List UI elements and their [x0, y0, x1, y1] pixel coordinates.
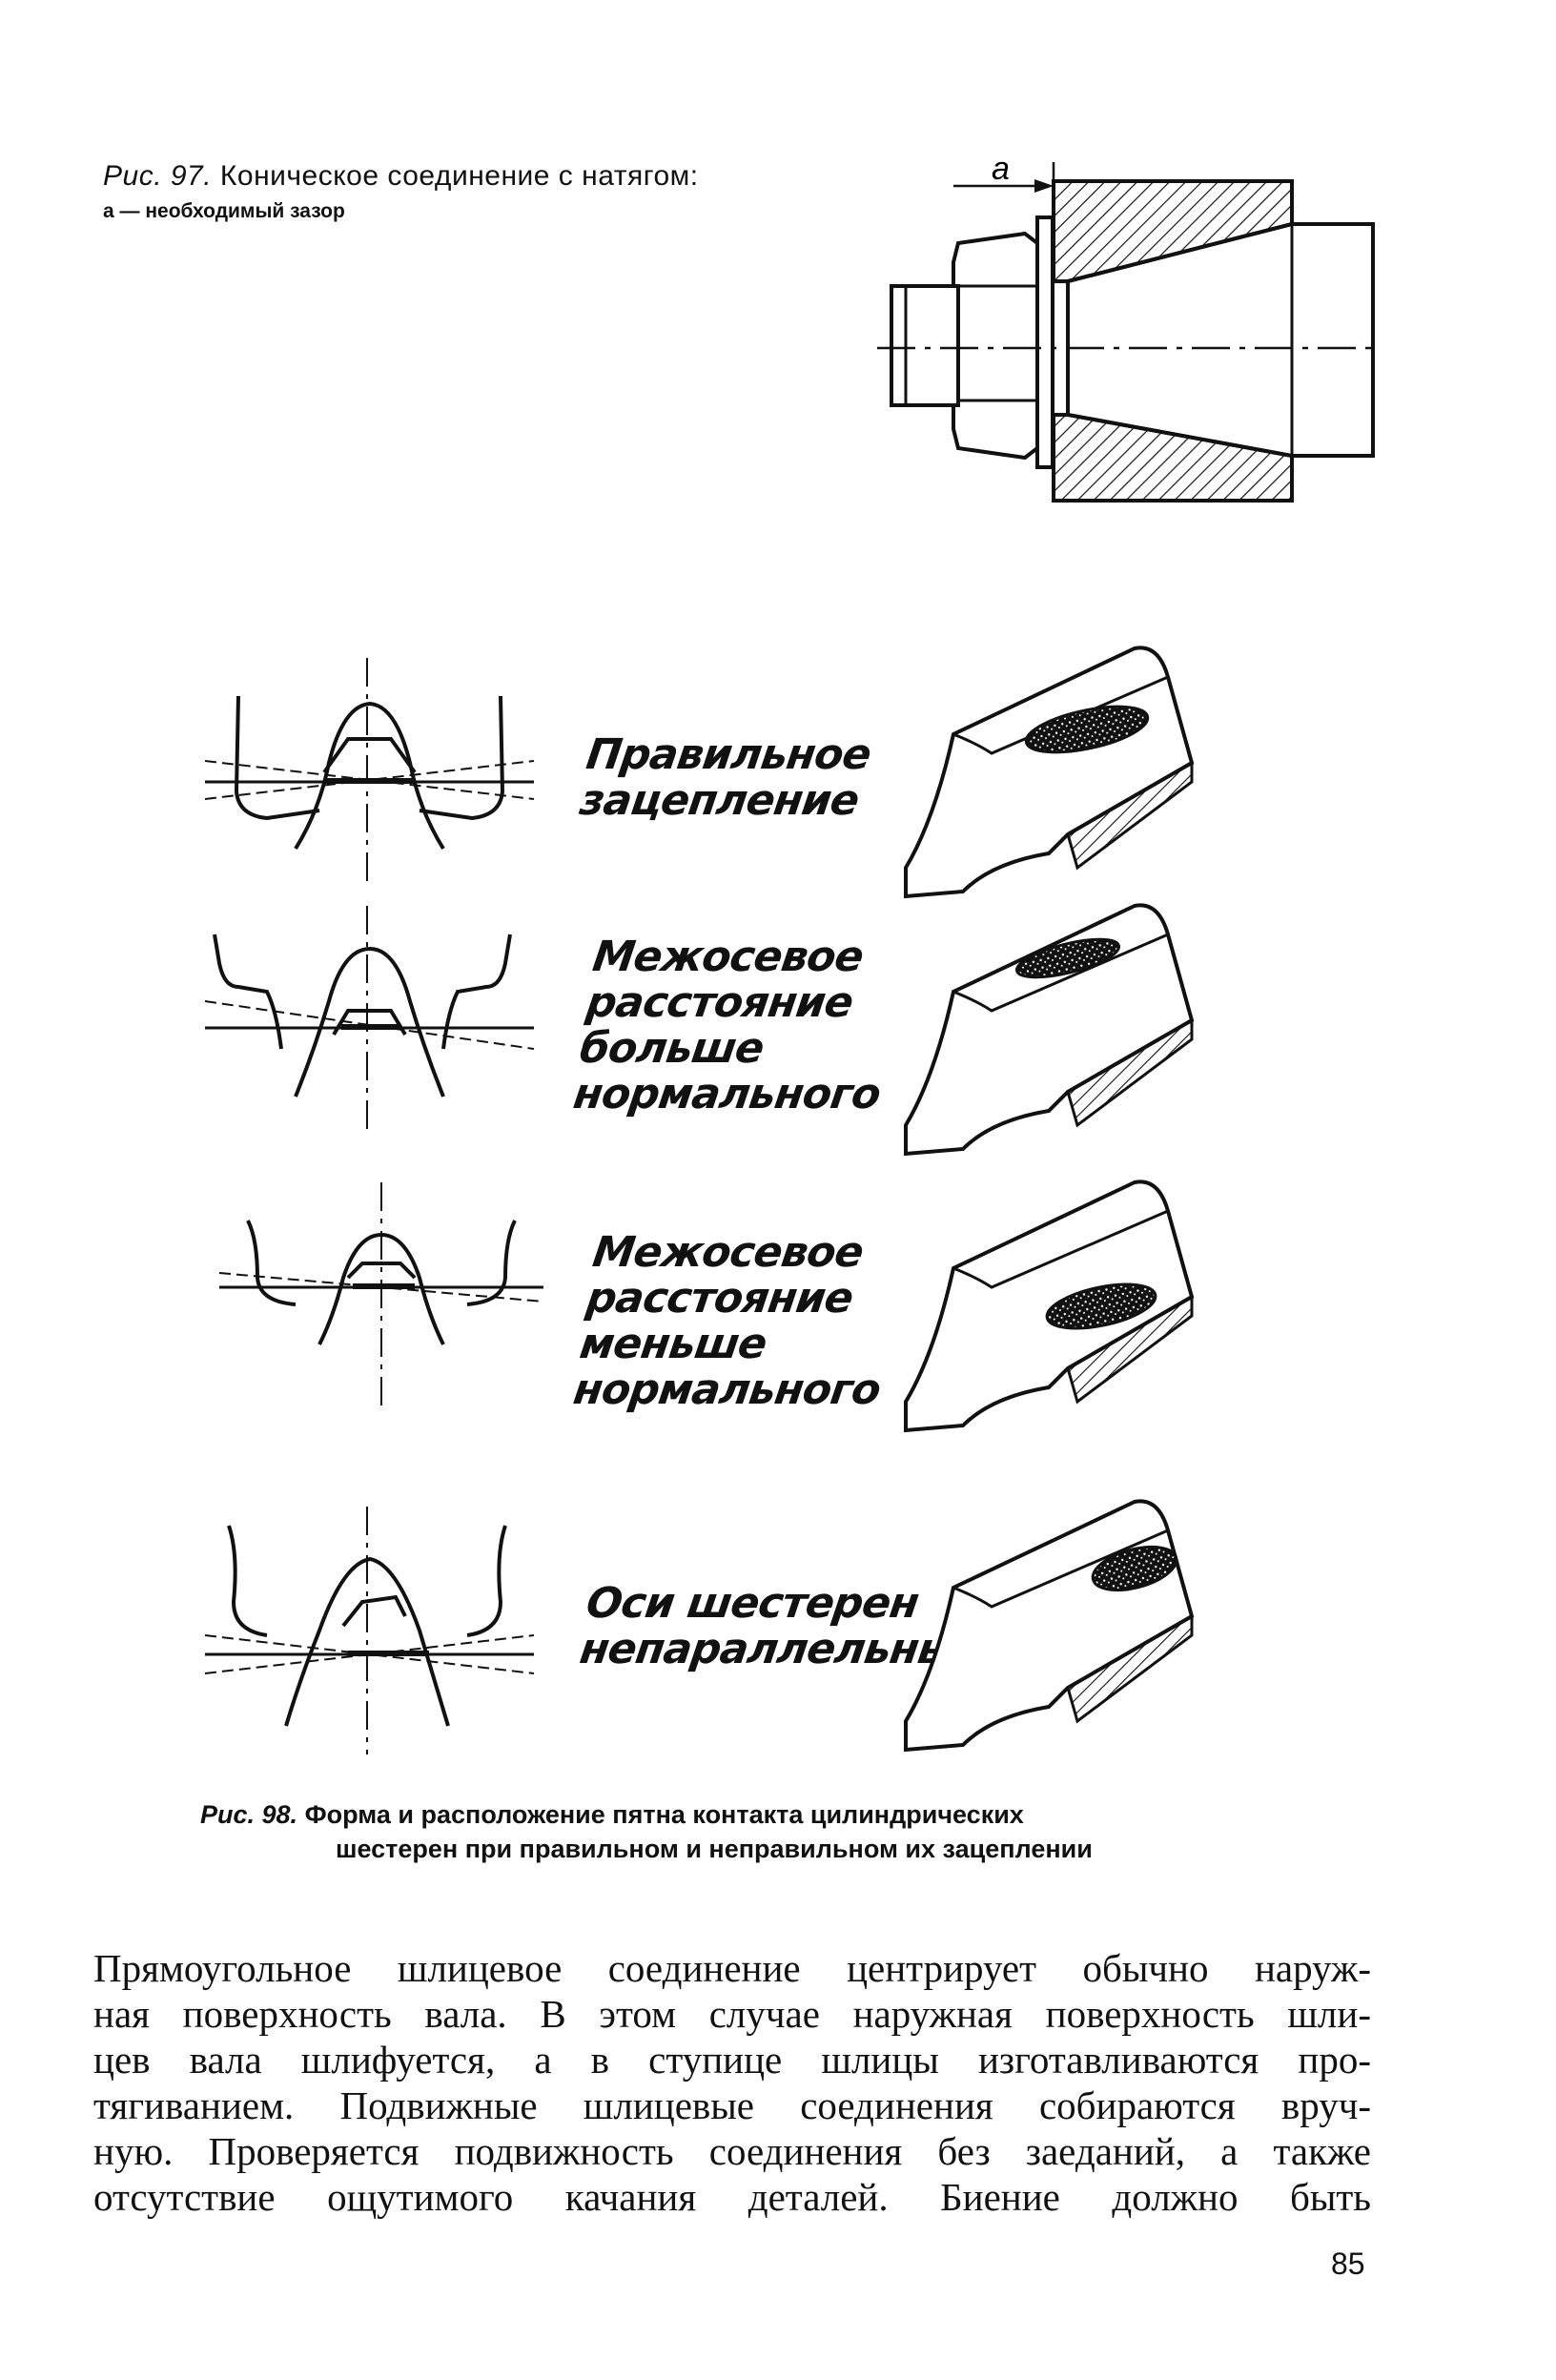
row-label-line: Межосевое: [589, 933, 867, 981]
fig97-dim-label: а: [992, 153, 1010, 187]
row-label-line: расстояние: [583, 1274, 856, 1323]
page-number: 85: [1331, 2247, 1365, 2281]
fig97-drawing: а: [877, 153, 1378, 503]
tooth-sketch-distance-greater: [904, 903, 1195, 1157]
row-label-line: расстояние: [583, 978, 856, 1027]
tooth-sketch-distance-smaller: [904, 1180, 1195, 1433]
tooth-sketch-correct: [904, 646, 1195, 899]
tooth-sketch-nonparallel: [904, 1499, 1195, 1753]
body-line: Прямоугольное шлицевое соединение центри…: [93, 1946, 1371, 1990]
row-label-line: меньше: [577, 1320, 769, 1368]
fig98-caption: Рис. 98. Форма и расположение пятна конт…: [200, 1797, 1093, 1866]
fig97-title: Коническое соединение с натягом:: [219, 160, 699, 192]
fig97-label: Рис. 97.: [103, 160, 213, 192]
body-line: отсутствие ощутимого качания деталей. Би…: [93, 2175, 1371, 2219]
fig98-label: Рис. 98.: [200, 1800, 298, 1829]
row-label-line: зацепление: [577, 776, 862, 825]
fig97-subcaption: а — необходимый зазор: [103, 200, 345, 222]
gear-profile-distance-smaller: [218, 1182, 544, 1411]
fig97-caption: Рис. 97. Коническое соединение с натягом…: [103, 160, 699, 193]
body-line: ная поверхность вала. В этом случае нару…: [93, 1992, 1371, 2036]
fig98-caption-line-1: Рис. 98. Форма и расположение пятна конт…: [200, 1797, 1093, 1832]
fig98-caption-text-1: Форма и расположение пятна контакта цили…: [304, 1800, 1024, 1829]
row-label-correct-mesh: Правильное зацепление: [577, 730, 874, 825]
body-paragraph: Прямоугольное шлицевое соединение центри…: [93, 1945, 1371, 2220]
fig98-caption-text-2: шестерен при правильном и неправильном и…: [336, 1835, 1093, 1863]
row-label-distance-greater: Межосевое расстояние больше нормального: [570, 933, 903, 1118]
row-label-line: нормального: [570, 1070, 884, 1118]
gear-profile-nonparallel: [204, 1507, 535, 1754]
row-label-line: Правильное: [583, 730, 874, 779]
row-label-line: больше: [577, 1024, 767, 1073]
body-line: тягиванием. Подвижные шлицевые соединени…: [93, 2083, 1371, 2127]
body-line: ную. Проверяется подвижность соединения …: [93, 2129, 1371, 2173]
row-label-distance-smaller: Межосевое расстояние меньше нормального: [570, 1228, 903, 1414]
gear-profile-correct: [204, 658, 535, 887]
fig98-tooth-sketches: [904, 646, 1195, 1753]
row-label-line: нормального: [570, 1365, 884, 1414]
body-line: цев вала шлифуется, а в ступице шлицы из…: [93, 2038, 1371, 2082]
fig98-gear-profiles: [204, 658, 544, 1754]
row-label-line: Межосевое: [589, 1228, 867, 1277]
gear-profile-distance-greater: [204, 906, 535, 1135]
